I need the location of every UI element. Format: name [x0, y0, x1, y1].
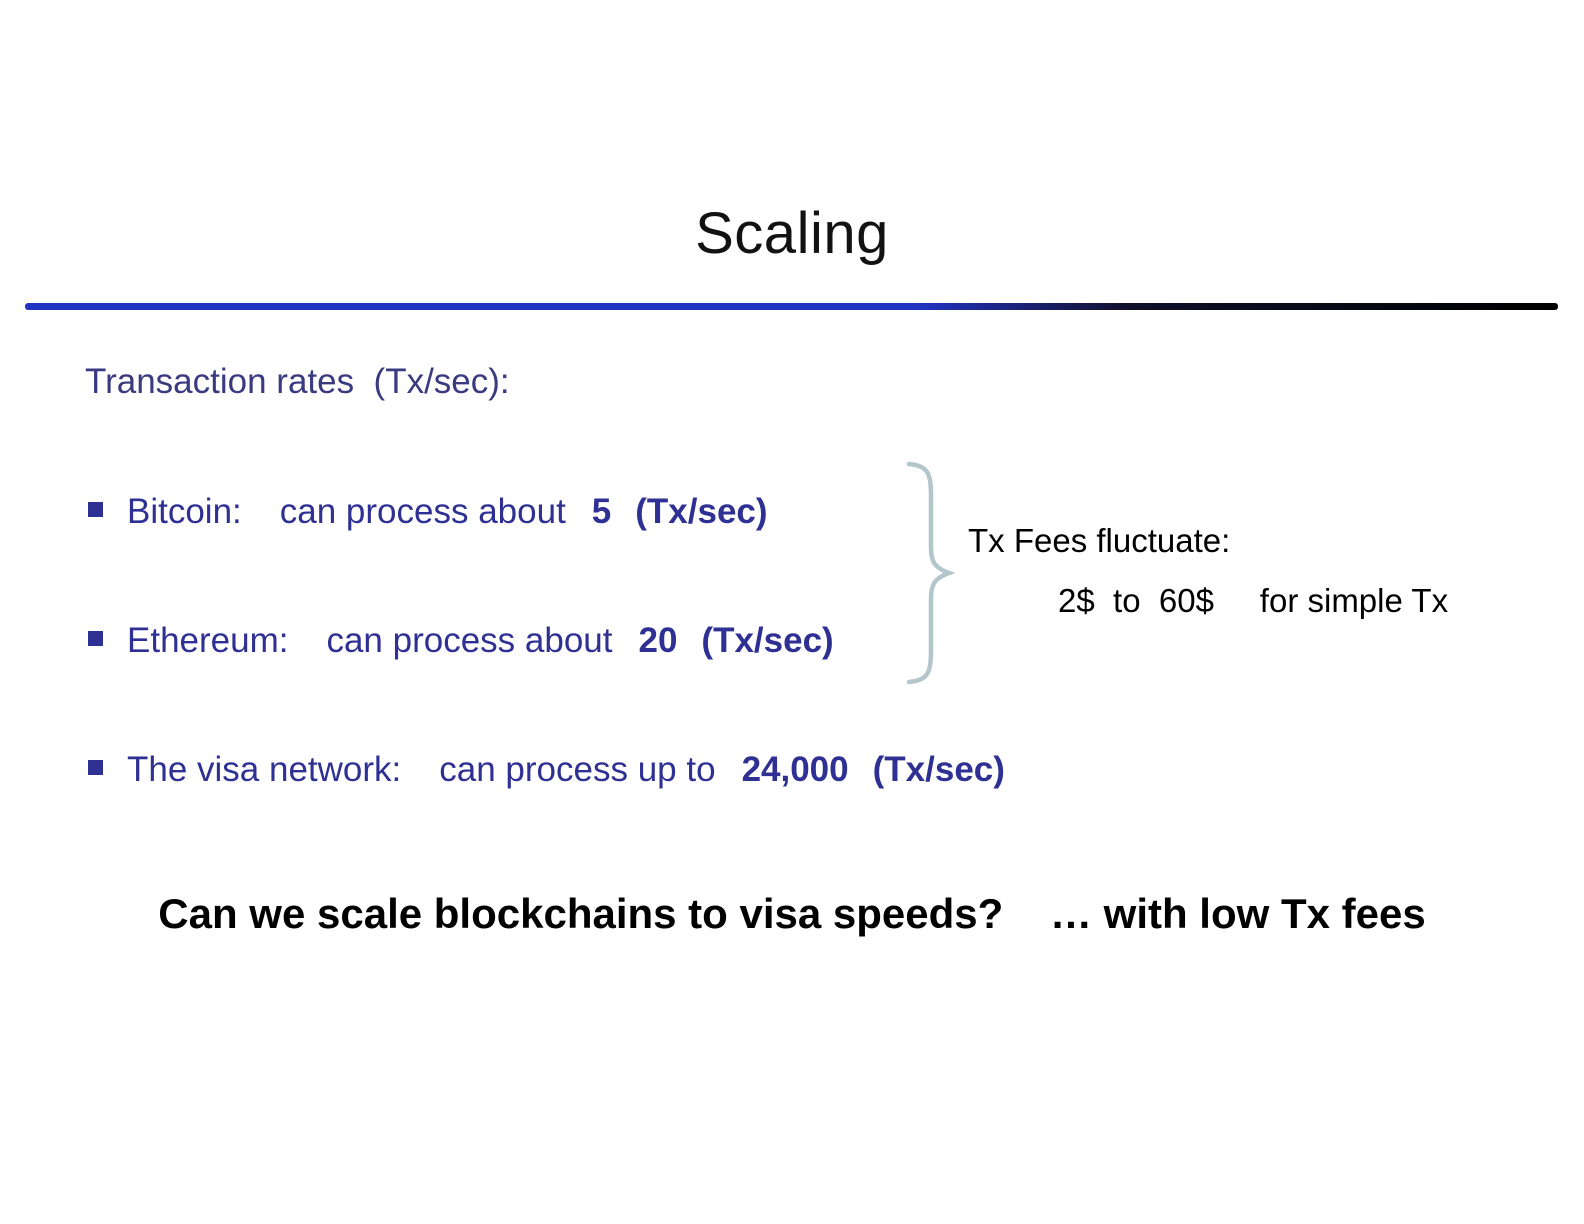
bullet-square-icon: [88, 631, 103, 646]
bullet-text: can process about: [279, 492, 566, 531]
bullet-value: 5: [591, 492, 612, 531]
bullet-square-icon: [88, 502, 103, 517]
bullet-value: 20: [638, 621, 678, 660]
bullet-text: can process about: [326, 621, 613, 660]
slide-title: Scaling: [695, 201, 889, 266]
bullet-square-icon: [88, 760, 103, 775]
title-divider: [25, 303, 1558, 310]
bullet-text: can process up to: [439, 750, 716, 789]
bullet-unit: (Tx/sec): [701, 621, 834, 660]
bullet-label: The visa network:: [127, 750, 402, 789]
curly-brace-icon: [906, 461, 955, 685]
bullet-label: Ethereum:: [127, 621, 289, 660]
bullet-unit: (Tx/sec): [872, 750, 1005, 789]
fees-annotation-line2: 2$ to 60$ for simple Tx: [1058, 582, 1449, 619]
bullet-unit: (Tx/sec): [635, 492, 768, 531]
bullet-bitcoin: Bitcoin: can process about 5 (Tx/sec): [88, 492, 768, 532]
bullet-visa-network: The visa network: can process up to 24,000…: [88, 750, 1005, 790]
bullet-label: Bitcoin:: [127, 492, 242, 531]
bullet-value: 24,000: [741, 750, 849, 789]
footer-question: Can we scale blockchains to visa speeds?…: [158, 890, 1426, 937]
bullet-ethereum: Ethereum: can process about 20 (Tx/sec): [88, 621, 834, 661]
intro-text: Transaction rates (Tx/sec):: [85, 362, 510, 401]
fees-annotation-line1: Tx Fees fluctuate:: [968, 522, 1231, 559]
